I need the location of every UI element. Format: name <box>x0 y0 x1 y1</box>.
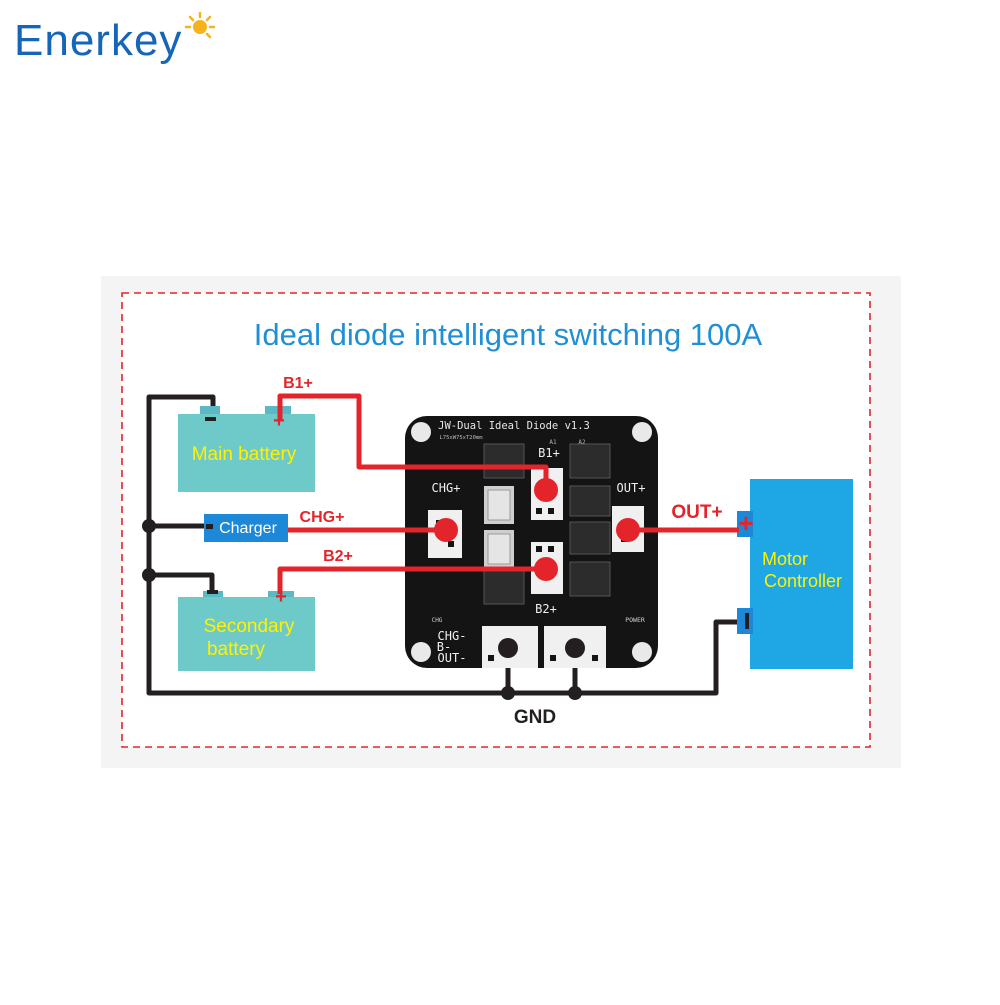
wire-label-out: OUT+ <box>671 502 722 523</box>
board-label-b2: B2+ <box>535 602 557 616</box>
dual-ideal-diode-board: JW-Dual Ideal Diode v1.3 L75xW75xT20mm <box>405 416 658 668</box>
plus-icon-controller: + <box>738 508 753 538</box>
mount-hole <box>632 642 652 662</box>
minus-icon <box>207 590 218 594</box>
board-label-out: OUT+ <box>617 481 646 495</box>
plus-icon-main: + <box>273 410 285 432</box>
secondary-battery-label-line2: battery <box>207 639 266 660</box>
board-mark-a2: A2 <box>578 439 586 446</box>
minus-icon <box>206 524 213 529</box>
mount-hole <box>411 642 431 662</box>
main-battery: Main battery <box>178 406 315 492</box>
board-label-led-chg: CHG <box>432 617 443 624</box>
mount-hole <box>411 422 431 442</box>
wire-label-chg: CHG+ <box>300 509 345 526</box>
wire-label-b2: B2+ <box>323 548 353 565</box>
charger: Charger <box>204 514 288 542</box>
positive-terminals <box>434 478 640 581</box>
board-mark-a1: A1 <box>549 439 557 446</box>
brand-name: Enerkey <box>14 16 182 65</box>
motor-controller: Motor Controller <box>737 479 853 669</box>
plus-icon-secondary: + <box>275 586 287 608</box>
board-label-out-neg: OUT- <box>438 651 467 665</box>
minus-icon <box>745 613 749 629</box>
board-label-b-neg: B- <box>437 640 451 654</box>
diagram-title: Ideal diode intelligent switching 100A <box>254 317 763 352</box>
main-battery-label: Main battery <box>192 444 297 465</box>
board-title: JW-Dual Ideal Diode v1.3 <box>438 420 590 432</box>
gnd-label: GND <box>514 707 556 728</box>
secondary-battery: Secondary battery <box>178 590 315 671</box>
mount-hole <box>632 422 652 442</box>
brand-logo: Enerkey <box>14 11 216 65</box>
charger-label: Charger <box>219 520 277 537</box>
board-label-b1: B1+ <box>538 446 560 460</box>
wire-label-b1: B1+ <box>283 375 313 392</box>
negative-terminals <box>498 638 585 658</box>
secondary-battery-label-line1: Secondary <box>204 616 295 637</box>
minus-icon <box>205 417 216 421</box>
mosfet-packages <box>483 443 611 605</box>
positive-wiring <box>277 393 739 594</box>
sun-icon <box>184 11 216 39</box>
motor-controller-label-line2: Controller <box>764 571 842 591</box>
board-label-chg: CHG+ <box>432 481 461 495</box>
motor-controller-label-line1: Motor <box>762 549 808 569</box>
ground-junctions <box>142 519 582 700</box>
board-label-led-power: POWER <box>625 616 645 624</box>
board-label-chg-neg: CHG- <box>438 629 467 643</box>
plus-icon: + + + <box>273 410 753 608</box>
board-dimensions: L75xW75xT20mm <box>439 435 483 441</box>
pad-details <box>487 489 511 565</box>
